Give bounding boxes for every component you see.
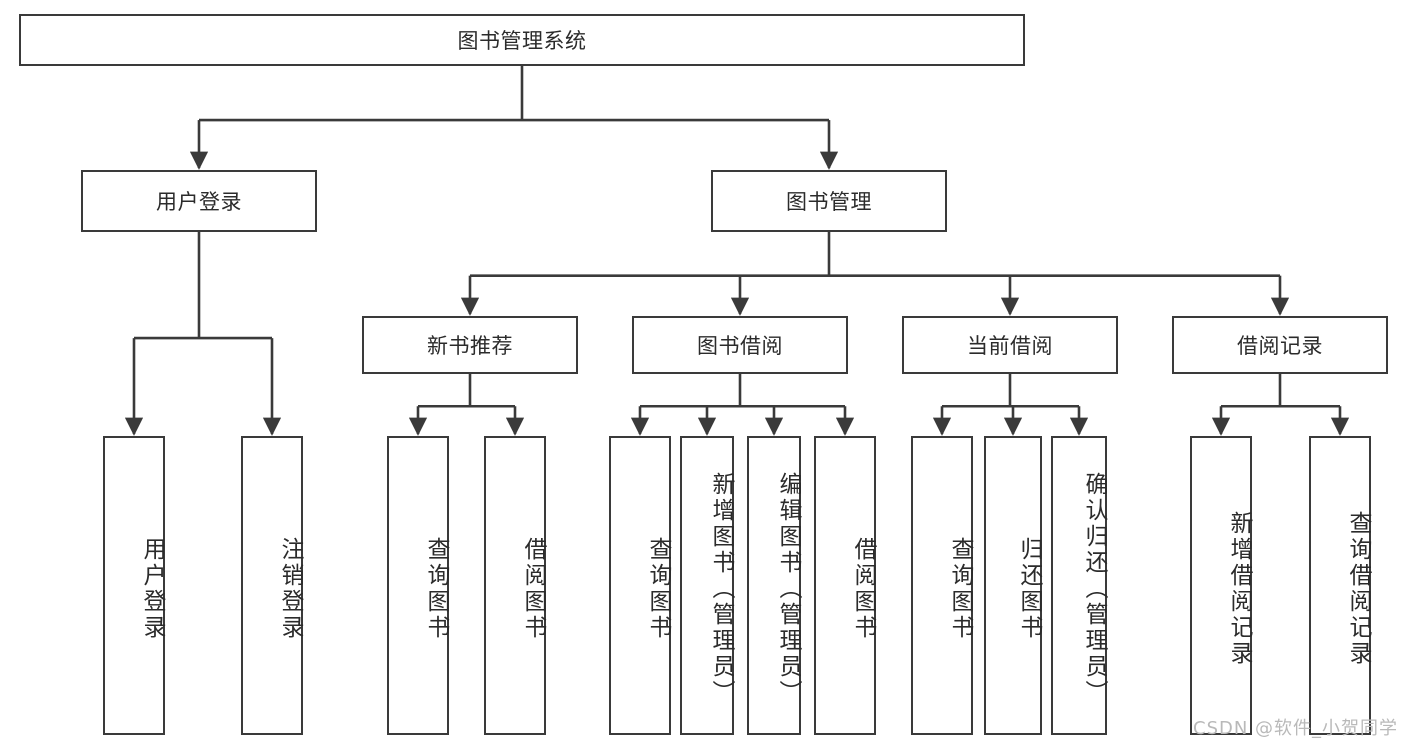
node-label: 图书管理 — [786, 190, 872, 214]
node-label: 注销登录 — [277, 536, 303, 641]
leaf-node-leaf-add-record[interactable]: 新增借阅记录 — [1190, 436, 1252, 735]
leaf-node-leaf-query-record[interactable]: 查询借阅记录 — [1309, 436, 1371, 735]
leaf-node-leaf-add-book[interactable]: 新增图书（管理员） — [680, 436, 734, 735]
node-label: 确认归还（管理员） — [1081, 471, 1107, 706]
level3-node-book-borrow[interactable]: 图书借阅 — [632, 316, 848, 374]
leaf-node-leaf-logout[interactable]: 注销登录 — [241, 436, 303, 735]
node-label: 图书借阅 — [697, 334, 783, 358]
node-label: 用户登录 — [139, 536, 165, 641]
node-label: 新增借阅记录 — [1226, 510, 1252, 667]
node-label: 借阅图书 — [850, 536, 876, 641]
node-label: 新书推荐 — [427, 334, 513, 358]
leaf-node-leaf-return-book[interactable]: 归还图书 — [984, 436, 1042, 735]
leaf-node-leaf-edit-book[interactable]: 编辑图书（管理员） — [747, 436, 801, 735]
level3-node-borrow-record[interactable]: 借阅记录 — [1172, 316, 1388, 374]
node-label: 查询图书 — [423, 536, 449, 641]
node-label: 查询借阅记录 — [1345, 510, 1371, 667]
leaf-node-leaf-borrow-book-2[interactable]: 借阅图书 — [814, 436, 876, 735]
node-label: 借阅记录 — [1237, 334, 1323, 358]
leaf-node-leaf-query-book-1[interactable]: 查询图书 — [387, 436, 449, 735]
node-label: 查询图书 — [947, 536, 973, 641]
node-label: 编辑图书（管理员） — [775, 471, 801, 706]
node-label: 当前借阅 — [967, 334, 1053, 358]
level3-node-new-book-recommend[interactable]: 新书推荐 — [362, 316, 578, 374]
node-label: 借阅图书 — [520, 536, 546, 641]
level2-node-book-manage[interactable]: 图书管理 — [711, 170, 947, 232]
node-label: 用户登录 — [156, 190, 242, 214]
node-label: 归还图书 — [1016, 536, 1042, 641]
node-label: 图书管理系统 — [457, 29, 587, 53]
watermark-text: CSDN @软件_小贺同学 — [1193, 718, 1399, 739]
node-label: 查询图书 — [645, 536, 671, 641]
root-node-root[interactable]: 图书管理系统 — [19, 14, 1025, 66]
leaf-node-leaf-confirm-return[interactable]: 确认归还（管理员） — [1051, 436, 1107, 735]
node-label: 新增图书（管理员） — [708, 471, 734, 706]
leaf-node-leaf-query-book-2[interactable]: 查询图书 — [609, 436, 671, 735]
leaf-node-leaf-query-book-3[interactable]: 查询图书 — [911, 436, 973, 735]
leaf-node-leaf-borrow-book-1[interactable]: 借阅图书 — [484, 436, 546, 735]
level2-node-user-login[interactable]: 用户登录 — [81, 170, 317, 232]
leaf-node-leaf-user-login[interactable]: 用户登录 — [103, 436, 165, 735]
level3-node-current-borrow[interactable]: 当前借阅 — [902, 316, 1118, 374]
